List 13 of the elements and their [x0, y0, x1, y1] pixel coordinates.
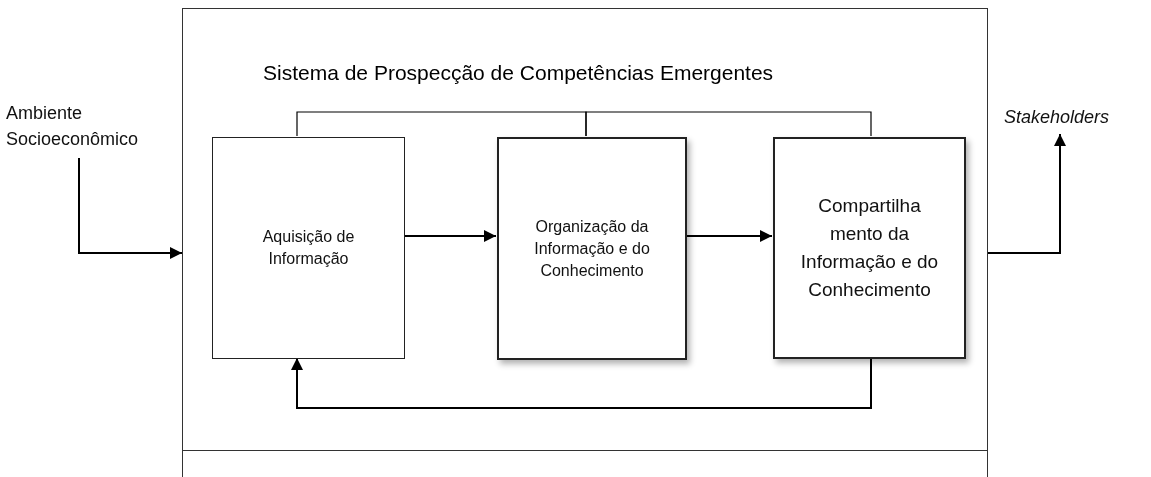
connector-line: [296, 111, 587, 137]
arrow: [291, 357, 872, 409]
output-label: Stakeholders: [1004, 104, 1149, 134]
system-frame: [182, 8, 988, 477]
arrow: [987, 133, 1066, 254]
arrow: [403, 230, 497, 242]
process-box: Organização da Informação e do Conhecimento: [497, 137, 687, 360]
input-label: Ambiente Socioeconômico: [6, 100, 178, 158]
process-box: Aquisição de Informação: [212, 137, 405, 359]
arrow: [78, 157, 183, 259]
process-box: Compartilha mento da Informação e do Conhecimento: [773, 137, 966, 359]
system-title: Sistema de Prospecção de Competências Emergentes: [263, 60, 774, 86]
connector-line: [585, 111, 872, 137]
